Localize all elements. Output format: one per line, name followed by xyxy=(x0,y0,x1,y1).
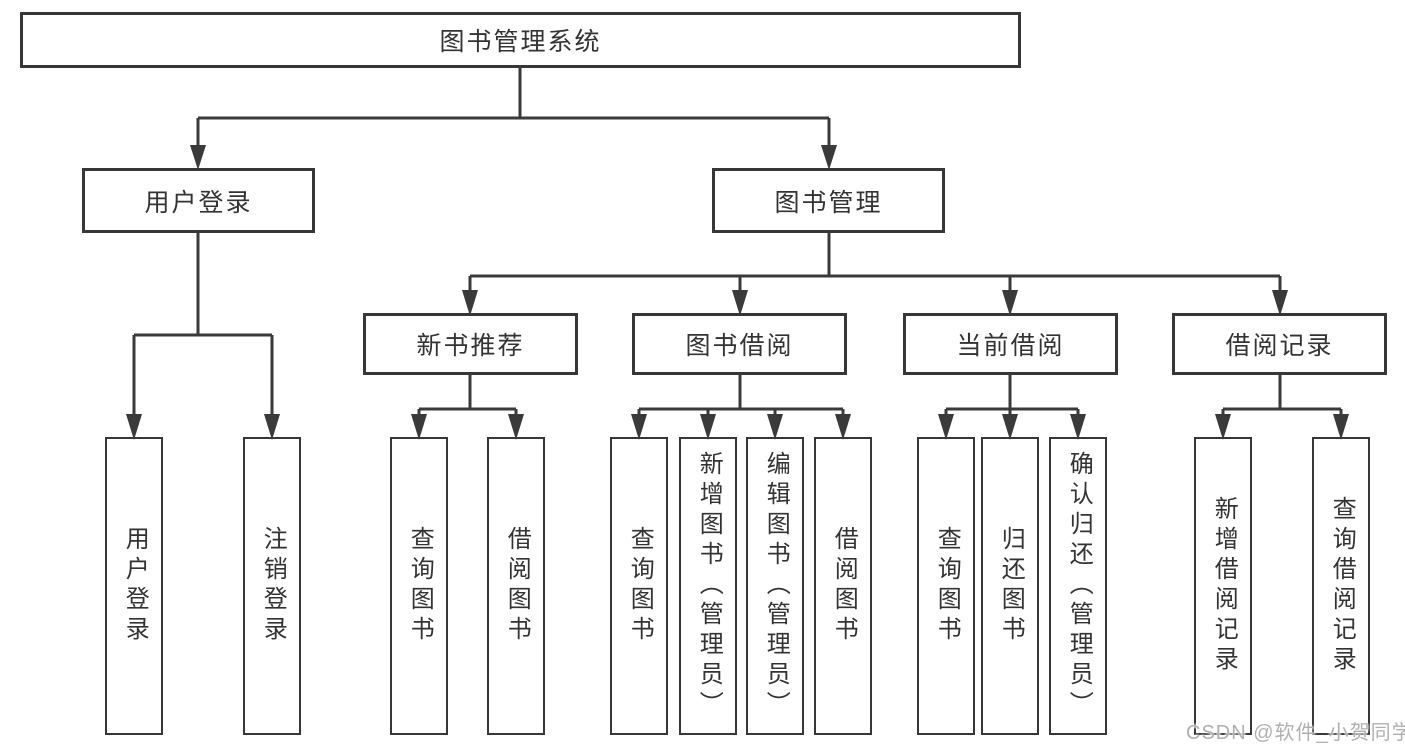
leaf-borrow-books-recommend: 借阅图书 xyxy=(487,437,545,735)
leaf-query-books-current: 查询图书 xyxy=(917,437,975,735)
node-borrowing-records-label: 借阅记录 xyxy=(1225,332,1334,360)
leaf-confirm-return-admin: 确认归还（管理员） xyxy=(1049,437,1107,735)
leaf-query-books-current-label: 查询图书 xyxy=(933,526,961,646)
node-book-management-label: 图书管理 xyxy=(774,188,883,217)
leaf-user-login-label: 用户登录 xyxy=(121,526,149,646)
connector-book-management-children xyxy=(462,231,1288,316)
node-borrowing-records: 借阅记录 xyxy=(1172,313,1387,375)
leaf-query-books-borrowing-label: 查询图书 xyxy=(626,526,654,646)
leaf-add-borrow-record-label: 新增借阅记录 xyxy=(1210,496,1238,676)
node-new-book-recommend-label: 新书推荐 xyxy=(416,332,525,360)
node-current-borrowing-label: 当前借阅 xyxy=(956,332,1065,360)
node-book-borrowing-label: 图书借阅 xyxy=(685,332,794,360)
leaf-add-book-admin-label: 新增图书（管理员） xyxy=(695,451,723,721)
leaf-confirm-return-admin-label: 确认归还（管理员） xyxy=(1065,451,1093,721)
node-library-system-label: 图书管理系统 xyxy=(439,28,602,56)
node-user-login-label: 用户登录 xyxy=(144,188,253,217)
node-book-management: 图书管理 xyxy=(712,168,945,233)
connector-new-book-recommend-children xyxy=(411,374,524,440)
leaf-logout-label: 注销登录 xyxy=(259,526,287,646)
leaf-add-book-admin: 新增图书（管理员） xyxy=(679,437,737,735)
connector-book-borrowing-children xyxy=(631,374,851,440)
arrow-down-icon xyxy=(821,145,837,170)
arrow-down-icon xyxy=(190,145,206,170)
leaf-query-books-recommend-label: 查询图书 xyxy=(406,526,434,646)
leaf-query-borrow-record: 查询借阅记录 xyxy=(1312,437,1370,735)
node-new-book-recommend: 新书推荐 xyxy=(363,313,578,375)
connector-borrowing-records-children xyxy=(1215,374,1349,440)
leaf-add-borrow-record: 新增借阅记录 xyxy=(1194,437,1252,735)
connector-user-login-children xyxy=(126,231,280,440)
node-library-system: 图书管理系统 xyxy=(20,12,1021,68)
leaf-return-books: 归还图书 xyxy=(981,437,1039,735)
leaf-borrow-books-borrowing: 借阅图书 xyxy=(814,437,872,735)
leaf-logout: 注销登录 xyxy=(243,437,301,735)
connector-root-to-level2 xyxy=(190,66,837,170)
leaf-edit-book-admin: 编辑图书（管理员） xyxy=(746,437,804,735)
leaf-return-books-label: 归还图书 xyxy=(997,526,1025,646)
leaf-query-books-borrowing: 查询图书 xyxy=(610,437,668,735)
leaf-edit-book-admin-label: 编辑图书（管理员） xyxy=(762,451,790,721)
leaf-borrow-books-recommend-label: 借阅图书 xyxy=(503,526,531,646)
connector-current-borrowing-children xyxy=(938,374,1086,440)
leaf-query-borrow-record-label: 查询借阅记录 xyxy=(1328,496,1356,676)
node-current-borrowing: 当前借阅 xyxy=(903,313,1118,375)
leaf-user-login: 用户登录 xyxy=(105,437,163,735)
node-book-borrowing: 图书借阅 xyxy=(632,313,847,375)
leaf-query-books-recommend: 查询图书 xyxy=(390,437,448,735)
node-user-login: 用户登录 xyxy=(82,168,315,233)
watermark: CSDN @软件_小贺同学 xyxy=(1186,722,1405,744)
leaf-borrow-books-borrowing-label: 借阅图书 xyxy=(830,526,858,646)
